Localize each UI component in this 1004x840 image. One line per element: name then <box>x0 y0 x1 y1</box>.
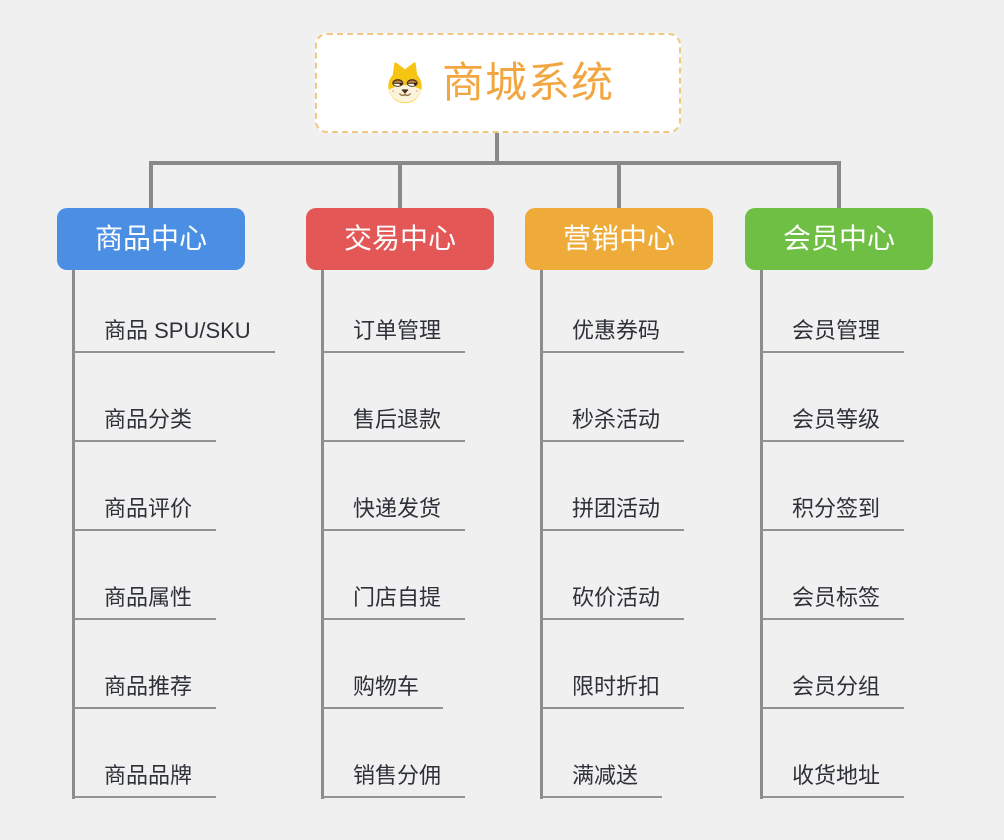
topic-node[interactable]: 商品分类 <box>73 406 217 442</box>
branch-label: 商品中心 <box>94 223 207 254</box>
topic-node[interactable]: 优惠券码 <box>541 317 685 353</box>
topic-node[interactable]: 订单管理 <box>322 317 466 353</box>
branch-label: 营销中心 <box>562 223 675 254</box>
topic-node[interactable]: 拼团活动 <box>541 495 685 531</box>
topic-node[interactable]: 商品评价 <box>73 495 217 531</box>
topic-node[interactable]: 会员分组 <box>761 673 905 709</box>
branch-product-center: 商品中心 商品 SPU/SKU 商品分类 商品评价 商品属性 商品推荐 商品品牌 <box>57 0 307 840</box>
branch-trunk-line <box>321 270 324 799</box>
topic-node[interactable]: 商品推荐 <box>73 673 217 709</box>
branch-node-trade[interactable]: 交易中心 <box>306 208 494 270</box>
branch-node-product[interactable]: 商品中心 <box>57 208 245 270</box>
branch-node-marketing[interactable]: 营销中心 <box>525 208 713 270</box>
topic-node[interactable]: 秒杀活动 <box>541 406 685 442</box>
topic-node[interactable]: 满减送 <box>541 762 663 798</box>
branch-node-member[interactable]: 会员中心 <box>745 208 933 270</box>
branch-trade-center: 交易中心 订单管理 售后退款 快递发货 门店自提 购物车 销售分佣 <box>306 0 556 840</box>
branch-member-center: 会员中心 会员管理 会员等级 积分签到 会员标签 会员分组 收货地址 <box>745 0 995 840</box>
topic-node[interactable]: 会员等级 <box>761 406 905 442</box>
branch-trunk-line <box>72 270 75 799</box>
topic-node[interactable]: 快递发货 <box>322 495 466 531</box>
topic-node[interactable]: 商品品牌 <box>73 762 217 798</box>
root-node[interactable]: 商城系统 <box>315 33 681 133</box>
dog-face-icon <box>382 60 428 106</box>
branch-trunk-line <box>540 270 543 799</box>
topic-node[interactable]: 会员管理 <box>761 317 905 353</box>
root-title: 商城系统 <box>441 59 614 106</box>
topic-node[interactable]: 购物车 <box>322 673 444 709</box>
topic-node[interactable]: 门店自提 <box>322 584 466 620</box>
topic-node[interactable]: 售后退款 <box>322 406 466 442</box>
branch-marketing-center: 营销中心 优惠券码 秒杀活动 拼团活动 砍价活动 限时折扣 满减送 <box>525 0 775 840</box>
branch-trunk-line <box>760 270 763 799</box>
topic-node[interactable]: 积分签到 <box>761 495 905 531</box>
branch-label: 交易中心 <box>343 223 456 254</box>
topic-node[interactable]: 会员标签 <box>761 584 905 620</box>
topic-node[interactable]: 砍价活动 <box>541 584 685 620</box>
topic-node[interactable]: 商品属性 <box>73 584 217 620</box>
topic-node[interactable]: 销售分佣 <box>322 762 466 798</box>
branch-label: 会员中心 <box>782 223 895 254</box>
topic-node[interactable]: 商品 SPU/SKU <box>73 317 275 353</box>
topic-node[interactable]: 限时折扣 <box>541 673 685 709</box>
topic-node[interactable]: 收货地址 <box>761 762 905 798</box>
